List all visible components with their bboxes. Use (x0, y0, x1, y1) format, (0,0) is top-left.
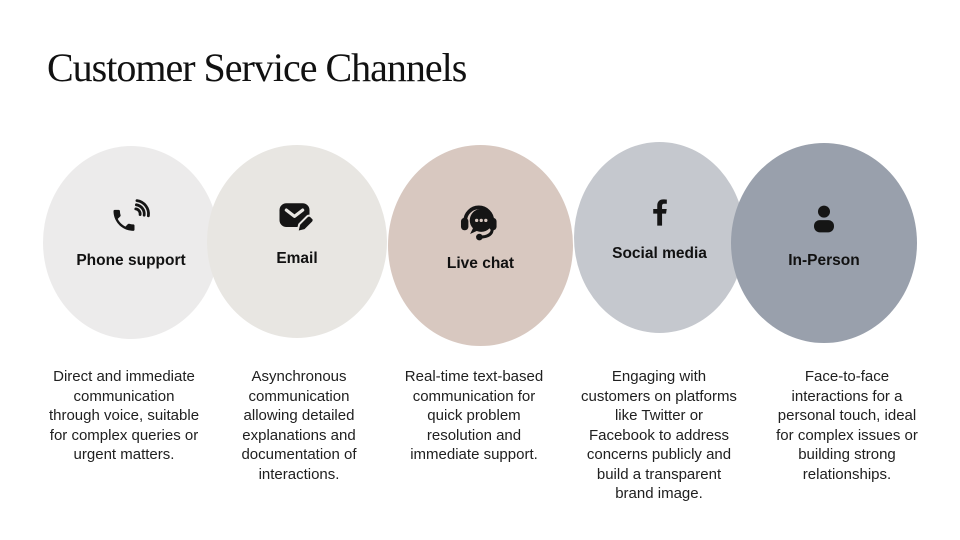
circle-content: Social media (612, 194, 707, 263)
circle-content: In-Person (788, 199, 860, 270)
channel-label: Email (276, 250, 318, 267)
circle-content: Live chat (447, 200, 514, 273)
mail-edit-icon (274, 197, 320, 237)
channel-description-live-chat: Real-time text-based communication for q… (404, 368, 544, 463)
channel-circle-phone-support: Phone support (43, 146, 219, 339)
channel-circle-email: Email (207, 145, 387, 338)
circle-content: Phone support (76, 197, 186, 270)
person-icon (804, 199, 844, 239)
channel-circle-in-person: In-Person (731, 143, 917, 343)
channel-circle-social-media: Social media (574, 142, 745, 333)
channel-label: Live chat (446, 255, 515, 272)
channel-description-social-media: Engaging with customers on platforms lik… (581, 368, 737, 502)
channel-label: Social media (612, 245, 707, 262)
channel-description-in-person: Face-to-face interactions for a personal… (776, 368, 918, 483)
headset-chat-icon (455, 200, 505, 242)
channel-label: Phone support (76, 252, 186, 269)
phone-volume-icon (109, 197, 153, 239)
circle-content: Email (274, 197, 320, 268)
channel-description-phone-support: Direct and immediate communication throu… (48, 368, 200, 463)
page-title: Customer Service Channels (47, 45, 467, 90)
channel-label: In-Person (788, 251, 860, 269)
channel-description-email: Asynchronous communication allowing deta… (241, 368, 357, 483)
facebook-icon (640, 194, 678, 232)
channel-circle-live-chat: Live chat (388, 145, 573, 346)
